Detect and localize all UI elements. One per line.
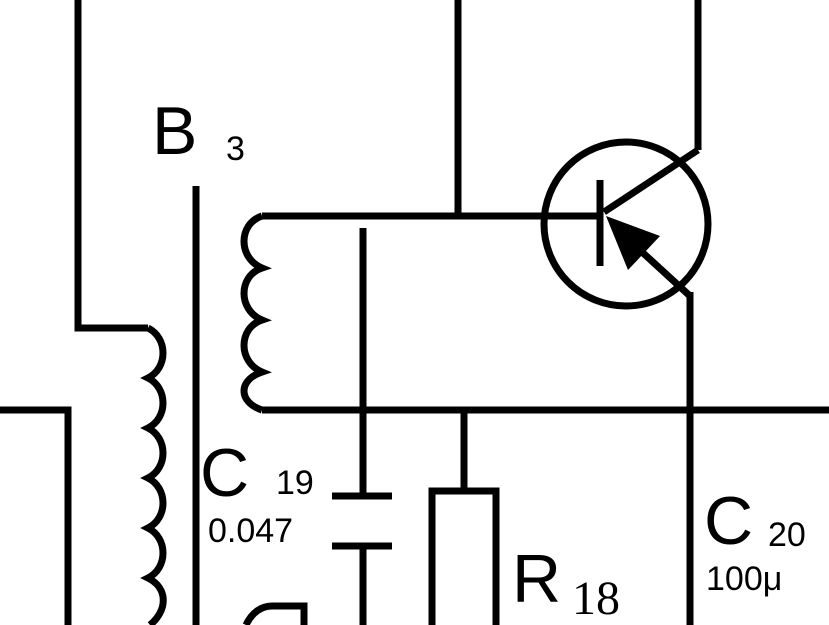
transformer-primary-winding <box>140 324 167 625</box>
resistor-r18-body <box>428 487 500 625</box>
transformer-label-index: 3 <box>226 130 245 168</box>
resistor-r18-label-index: 18 <box>572 572 620 625</box>
capacitor-c19-value: 0.047 <box>208 512 293 550</box>
transformer-label-letter: B <box>152 93 197 169</box>
transistor-emitter-arrow <box>606 216 660 270</box>
transistor-envelope <box>540 138 712 310</box>
wire-left-input <box>0 406 72 625</box>
capacitor-c20-label-letter: C <box>704 483 753 559</box>
capacitor-c19-label-letter: C <box>200 435 249 511</box>
wire-lower-lead <box>242 602 308 625</box>
transformer-secondary-winding <box>240 212 272 414</box>
wire-primary-top <box>74 0 148 332</box>
capacitor-c20-value: 100μ <box>706 560 782 598</box>
capacitor-c19-label-index: 19 <box>276 464 314 502</box>
capacitor-c20-label-index: 20 <box>768 516 806 554</box>
resistor-r18-label-letter: R <box>512 541 561 617</box>
transistor-collector-lead <box>602 147 700 215</box>
